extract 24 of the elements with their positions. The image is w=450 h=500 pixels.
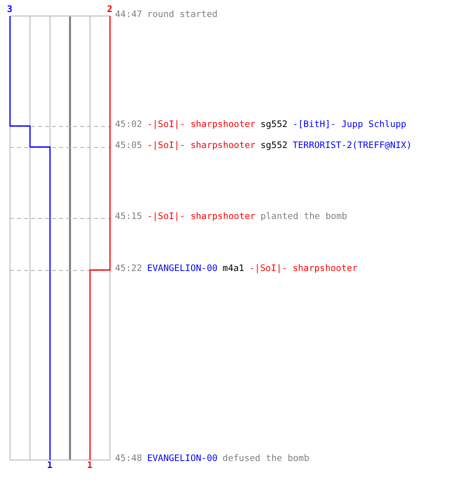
player-name: -[BitH]- Jupp Schlupp <box>292 120 406 130</box>
player-name: EVANGELION-00 <box>147 264 218 274</box>
weapon-name: sg552 <box>260 141 288 151</box>
player-name: -|SoI|- sharpshooter <box>147 212 256 222</box>
player-name: -|SoI|- sharpshooter <box>147 141 256 151</box>
timestamp: 45:15 <box>115 212 142 222</box>
weapon-name: sg552 <box>260 120 288 130</box>
count-number: 1 <box>87 461 92 471</box>
player-name: EVANGELION-00 <box>147 454 218 464</box>
player-name: -|SoI|- sharpshooter <box>249 264 358 274</box>
timestamp: 45:05 <box>115 141 142 151</box>
player-name: -|SoI|- sharpshooter <box>147 120 256 130</box>
event-text: defused the bomb <box>222 454 310 464</box>
event-text: round started <box>147 10 218 20</box>
event-text: planted the bomb <box>260 212 348 222</box>
timestamp: 44:47 <box>115 10 142 20</box>
player-name: TERRORIST-2(TREFF@NIX) <box>292 141 412 151</box>
count-number: 2 <box>107 5 112 15</box>
timestamp: 45:48 <box>115 454 142 464</box>
count-number: 3 <box>7 5 12 15</box>
timestamp: 45:22 <box>115 264 142 274</box>
count-number: 1 <box>47 461 52 471</box>
weapon-name: m4a1 <box>222 264 244 274</box>
timestamp: 45:02 <box>115 120 142 130</box>
